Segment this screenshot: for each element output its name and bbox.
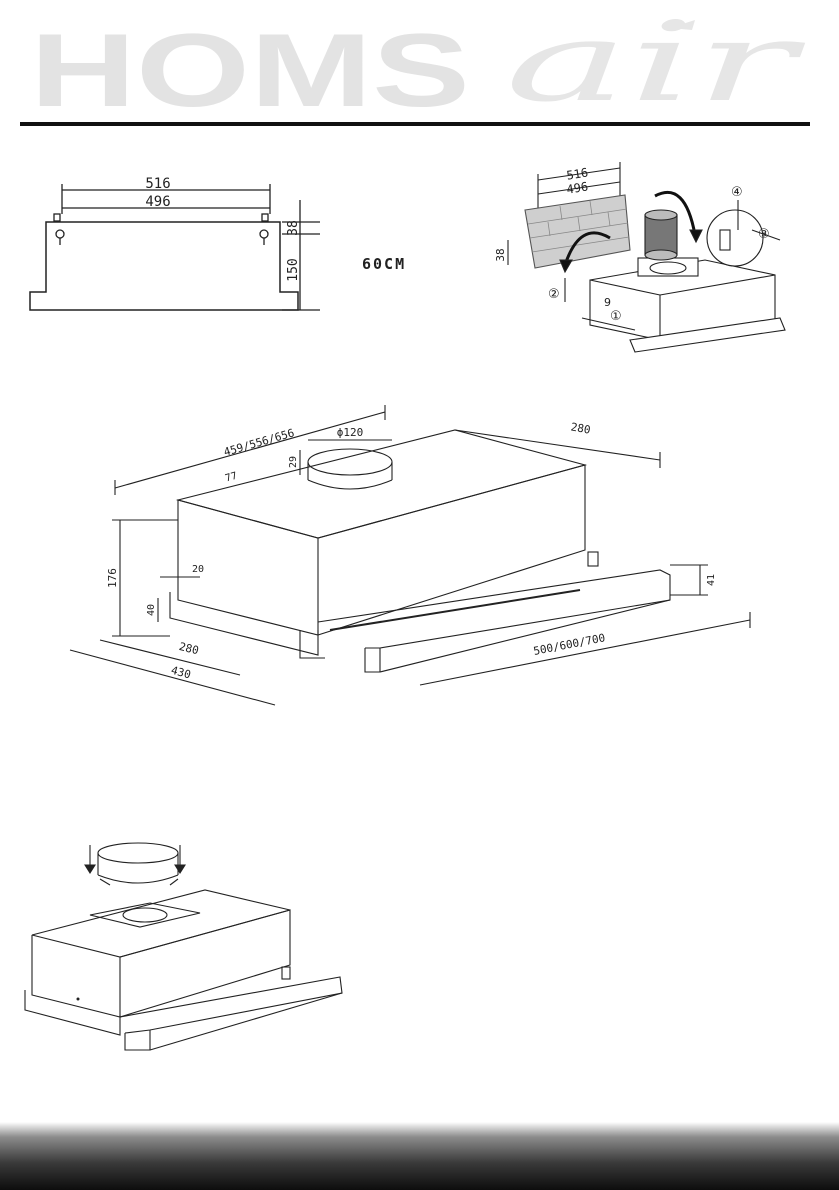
wall-step-3: ③ [758,227,770,242]
dim-total-depth: 430 [170,664,193,682]
dim-offset-77: 77 [224,471,239,485]
dim-duct-diameter: ϕ120 [337,426,364,439]
wall-outer-width: 516 [566,165,590,182]
wall-step-1: ① [610,309,622,324]
dim-front-width: 500/600/700 [532,631,606,658]
wall-hole-offset: 38 [494,248,507,261]
brand-script-accent [670,20,695,30]
wall-step-2: ② [548,287,560,302]
dim-depth-bottom: 280 [178,640,200,657]
brand-logo: HOMS air [30,18,807,118]
size-label: 60CM [362,255,407,273]
hood-dimension-diagram: 459/556/656 ϕ120 280 77 29 176 20 40 41 … [69,405,751,706]
duct-assembly-diagram [24,842,343,1051]
wall-installation-diagram: 516 496 38 ① ② ③ ④ 9 [494,162,786,353]
brand-script: air [505,18,807,118]
dim-front-height: 40 [146,604,157,616]
wall-inner-width: 496 [566,179,590,196]
wall-ref-9: 9 [604,296,611,309]
dot-marker [76,997,80,1001]
dim-offset-29: 29 [288,456,299,468]
dim-height: 176 [106,568,119,588]
dim-visor-height: 41 [706,574,717,586]
front-inner-width: 496 [145,194,170,210]
front-view-diagram: 516 496 38 150 [29,176,320,311]
front-outer-width: 516 [145,176,170,192]
brand-name: HOMS [30,18,470,118]
dim-depth-top: 280 [570,420,592,436]
footer-band [0,1122,839,1190]
dim-top-width: 459/556/656 [222,426,296,459]
front-hole-offset: 38 [286,220,301,236]
dim-front-lip: 20 [192,564,204,575]
front-height: 150 [286,258,301,281]
header-rule [20,122,810,126]
wall-step-4: ④ [731,185,743,200]
